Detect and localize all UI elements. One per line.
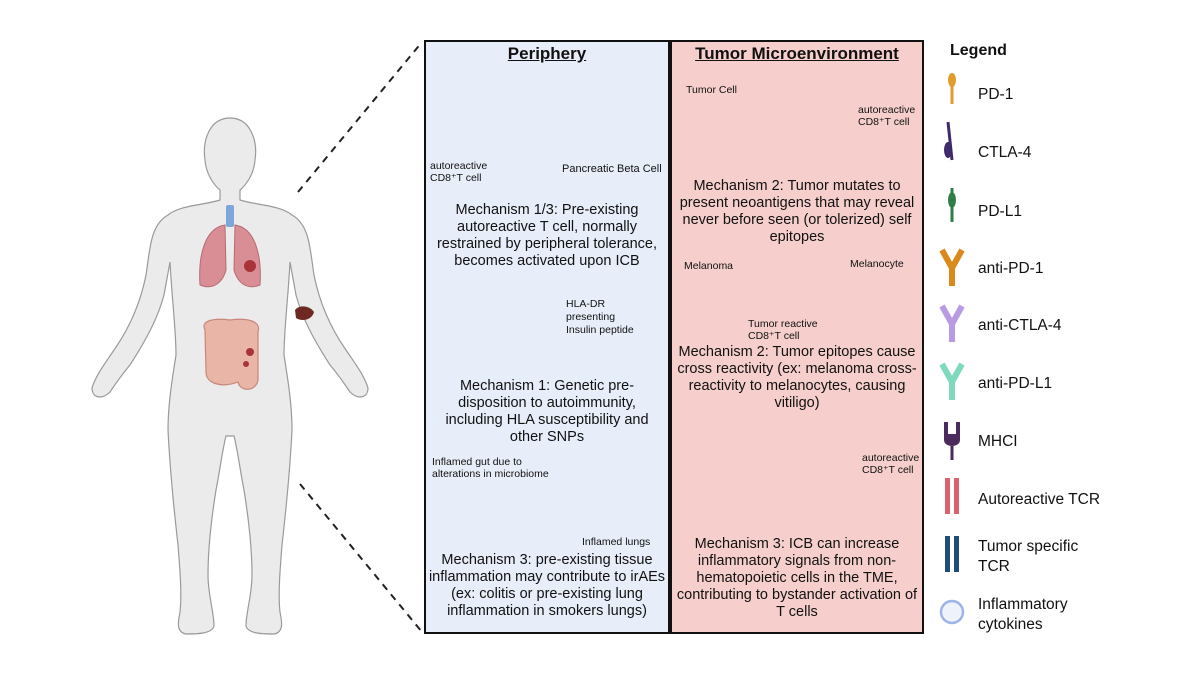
autoreactive-tcr-icon — [945, 478, 959, 514]
pd1-icon — [948, 73, 956, 104]
legend-item-cytokines: Inflammatory cytokines — [978, 596, 1068, 633]
periphery-mechanism-1: Mechanism 1: Genetic pre-disposition to … — [445, 378, 649, 445]
legend-item-tumor-tcr: Tumor specific TCR — [978, 538, 1079, 575]
zoom-line-top — [297, 41, 423, 193]
anti-pd1-icon — [939, 248, 965, 286]
hla-label-line1: HLA-DR — [566, 298, 606, 310]
tme-mechanism-2a: Mechanism 2: Tumor mutates to present ne… — [679, 178, 915, 245]
inflamed-gut-line1: Inflamed gut due to — [432, 456, 522, 468]
legend-item-mhci: MHCI — [978, 433, 1018, 450]
periphery-autoreactive-label: autoreactive — [430, 160, 488, 172]
periphery-mechanism-1-3: Mechanism 1/3: Pre-existing autoreactive… — [436, 202, 658, 269]
tumor-reactive-cd8-label: CD8⁺T cell — [748, 330, 800, 342]
anti-pdl1-icon — [939, 362, 965, 400]
ctla4-icon — [944, 121, 954, 161]
tumor-cell-label: Tumor Cell — [686, 84, 737, 96]
tme-mechanism-2b: Mechanism 2: Tumor epitopes cause cross … — [677, 344, 917, 411]
periphery-cd8-label: CD8⁺T cell — [430, 172, 482, 184]
periphery-panel: Periphery — [424, 40, 670, 634]
tme-mechanism-3: Mechanism 3: ICB can increase inflammato… — [676, 536, 918, 620]
legend-item-pd1: PD-1 — [978, 86, 1014, 103]
tme-autoreactive-label: autoreactive — [858, 104, 916, 116]
legend-item-anti-ctla4: anti-CTLA-4 — [978, 317, 1062, 334]
legend-item-anti-pdl1: anti-PD-L1 — [978, 375, 1053, 392]
anti-ctla4-icon — [939, 304, 965, 342]
inflamed-lungs-label: Inflamed lungs — [582, 536, 651, 548]
cytokine-icon — [939, 599, 965, 625]
tumor-tcr-icon — [945, 536, 959, 572]
legend-item-ctla4: CTLA-4 — [978, 144, 1032, 161]
legend-title: Legend — [950, 42, 1007, 59]
periphery-title: Periphery — [507, 44, 587, 63]
tme-panel: Tumor Microenvironment — [670, 40, 924, 634]
melanocyte-label: Melanocyte — [850, 258, 904, 270]
human-body-figure — [91, 117, 369, 635]
zoom-line-bottom — [299, 483, 423, 633]
legend-item-autoreactive-tcr: Autoreactive TCR — [978, 491, 1101, 508]
legend-icons — [939, 73, 965, 625]
tme-cd8-label: CD8⁺T cell — [858, 116, 910, 128]
hla-label-line2: presenting — [566, 311, 616, 323]
legend-item-pdl1: PD-L1 — [978, 203, 1022, 220]
tumor-reactive-label: Tumor reactive — [748, 318, 818, 330]
tme-title: Tumor Microenvironment — [695, 44, 899, 63]
melanoma-label: Melanoma — [684, 260, 734, 272]
legend-item-anti-pd1: anti-PD-1 — [978, 260, 1044, 277]
pdl1-icon — [948, 188, 956, 222]
hla-label-line3: Insulin peptide — [566, 324, 634, 336]
inflamed-gut-line2: alterations in microbiome — [432, 468, 549, 480]
tme-autoreactive-label-2: autoreactive — [862, 452, 920, 464]
periphery-mechanism-3: Mechanism 3: pre-existing tissue inflamm… — [428, 552, 666, 619]
mhci-icon — [944, 422, 960, 460]
tme-cd8-label-2: CD8⁺T cell — [862, 464, 914, 476]
pancreatic-beta-cell-label: Pancreatic Beta Cell — [562, 163, 662, 175]
